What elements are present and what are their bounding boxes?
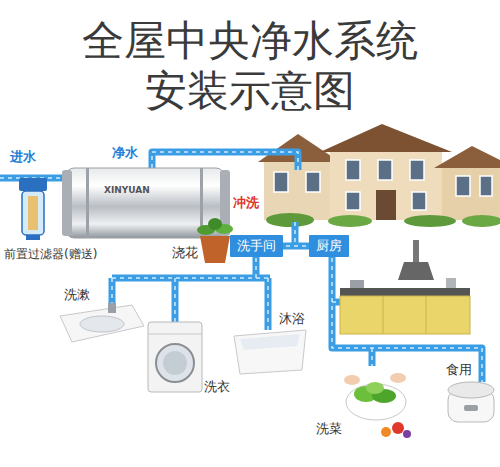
- washing-machine-part: [148, 322, 202, 392]
- purifier-tank-part: [86, 168, 89, 238]
- vegetables-part: [344, 375, 360, 385]
- part-label: 食用: [446, 363, 472, 378]
- pipes-part: [0, 152, 482, 382]
- vegetables-part: [381, 427, 391, 437]
- plant-part: [200, 236, 230, 263]
- house-part: [412, 192, 426, 210]
- room-box: 洗手间: [230, 235, 283, 257]
- washing-machine: [148, 322, 202, 392]
- bathtub: [234, 330, 306, 374]
- part-label: XINYUAN: [104, 185, 150, 195]
- house-part: [346, 192, 360, 210]
- wash-basin-part: [80, 316, 124, 332]
- house-part: [410, 160, 424, 180]
- house-part: [404, 215, 456, 227]
- house-part: [434, 146, 500, 168]
- bathtub-part: [234, 330, 306, 374]
- part-label: 洗漱: [64, 288, 90, 303]
- part-label: 浇花: [172, 246, 198, 261]
- vegetables: [344, 373, 411, 438]
- purifier-tank: [62, 168, 230, 238]
- rice-cooker-part: [464, 405, 478, 411]
- washing-machine-part: [148, 334, 202, 335]
- pipes-part: [0, 152, 482, 382]
- title-text: 全屋中央净水系统 安装示意图: [71, 16, 428, 116]
- kitchen-counter-part: [446, 278, 456, 288]
- washing-machine-part: [156, 344, 194, 382]
- house-part: [456, 176, 470, 196]
- rice-cooker-part: [448, 382, 494, 398]
- kitchen-counter-part: [398, 262, 434, 280]
- vegetables-part: [392, 422, 404, 434]
- part-label: 净水: [112, 146, 138, 161]
- pre-filter-part: [19, 178, 47, 191]
- house-part: [328, 215, 372, 227]
- house-part: [376, 190, 396, 220]
- vegetables-part: [390, 373, 406, 383]
- kitchen-counter: [340, 240, 470, 334]
- pre-filter-part: [22, 191, 44, 235]
- part-label: 进水: [10, 150, 36, 165]
- room-box: 厨房: [309, 235, 349, 257]
- house-part: [266, 213, 314, 227]
- wash-basin-part: [108, 303, 116, 313]
- pre-filter-part: [28, 196, 38, 230]
- washing-machine-part: [163, 351, 187, 375]
- purifier-tank-part: [66, 168, 224, 238]
- pre-filter-part: [26, 235, 40, 240]
- kitchen-counter-part: [413, 240, 419, 262]
- purifier-tank-part: [62, 170, 72, 236]
- house: [258, 124, 500, 227]
- house-part: [346, 160, 360, 180]
- wash-basin-part: [60, 305, 144, 342]
- pre-filter: [19, 178, 47, 240]
- part-label: 前置过滤器(赠送): [4, 248, 97, 262]
- bathtub-part: [240, 334, 300, 350]
- kitchen-counter-part: [350, 280, 364, 288]
- part-label: 沐浴: [279, 312, 305, 327]
- kitchen-counter-part: [383, 296, 384, 334]
- house-part: [462, 215, 500, 227]
- house-part: [330, 150, 442, 220]
- plant: [197, 218, 233, 263]
- house-part: [378, 160, 392, 180]
- kitchen-counter-part: [340, 296, 470, 334]
- vegetables-part: [403, 430, 411, 438]
- house-part: [320, 124, 452, 152]
- part-label: 洗衣: [204, 380, 230, 395]
- room-label: 洗手间: [237, 238, 276, 254]
- wash-basin: [60, 303, 144, 342]
- house-part: [274, 172, 288, 192]
- house-part: [442, 166, 500, 220]
- rice-cooker: [448, 382, 494, 422]
- pipes: [0, 152, 482, 382]
- kitchen-counter-part: [426, 296, 427, 334]
- part-label: 冲洗: [233, 196, 259, 211]
- plant-part: [208, 218, 222, 230]
- kitchen-counter-part: [340, 288, 470, 296]
- vegetables-part: [366, 382, 384, 394]
- room-label: 厨房: [316, 238, 342, 254]
- part-label: 洗菜: [316, 422, 342, 437]
- house-part: [480, 176, 492, 196]
- house-part: [306, 172, 320, 192]
